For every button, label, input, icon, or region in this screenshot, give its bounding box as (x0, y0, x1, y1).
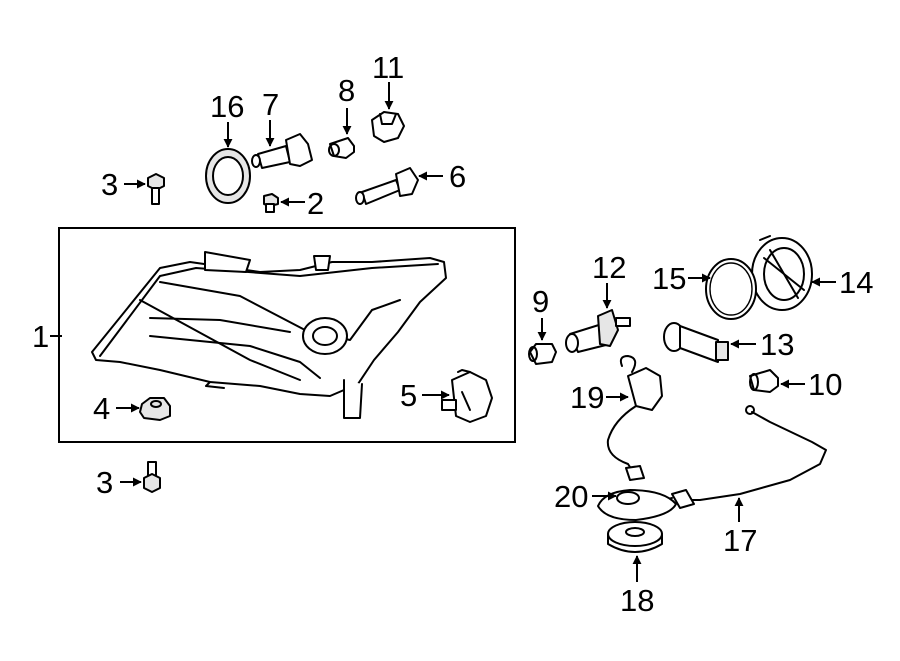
bulb-icon (565, 309, 631, 353)
seal-ring-icon (205, 148, 251, 204)
wedge-bulb-icon (328, 137, 355, 159)
callout-1: 1 (32, 319, 49, 354)
callout-6: 6 (449, 159, 466, 194)
part-5-bulb-socket[interactable]: 5 (400, 369, 493, 423)
callout-2: 2 (307, 186, 324, 221)
part-3-bolt-bottom[interactable]: 3 (96, 461, 161, 500)
part-14-cap[interactable]: 14 (751, 235, 873, 311)
bolt-icon (147, 173, 165, 205)
bolt-icon (143, 461, 161, 493)
part-18-grommet[interactable]: 18 (607, 521, 663, 618)
callout-5: 5 (400, 378, 417, 413)
wiring-harness-icon (649, 405, 827, 509)
part-9-wedge-bulb[interactable]: 9 (528, 284, 557, 365)
part-20-gasket[interactable]: 20 (554, 479, 677, 521)
callout-9: 9 (532, 284, 549, 319)
part-15-seal-ring[interactable]: 15 (652, 258, 757, 320)
part-19-connector[interactable]: 19 (570, 355, 663, 481)
bulb-socket-icon (441, 369, 493, 423)
callout-10: 10 (808, 367, 842, 402)
cap-icon (751, 235, 813, 311)
part-7-halogen-bulb[interactable]: 7 (251, 87, 313, 169)
bulb-icon (663, 322, 729, 363)
part-13-bulb[interactable]: 13 (663, 322, 794, 363)
connector-icon (606, 355, 663, 481)
part-10-wedge-bulb[interactable]: 10 (749, 367, 842, 402)
part-3-bolt-top[interactable]: 3 (101, 167, 165, 205)
callout-17: 17 (723, 523, 757, 558)
callout-7: 7 (262, 87, 279, 122)
part-1-headlamp-assembly[interactable]: 1 (32, 251, 447, 419)
callout-8: 8 (338, 73, 355, 108)
callout-12: 12 (592, 250, 626, 285)
callout-14: 14 (839, 265, 873, 300)
callout-15: 15 (652, 261, 686, 296)
callout-16: 16 (210, 89, 244, 124)
halogen-bulb-icon (251, 133, 313, 169)
part-6-bulb-socket[interactable]: 6 (355, 159, 466, 205)
callout-11: 11 (372, 50, 404, 85)
bulb-socket-icon (355, 167, 419, 205)
wedge-bulb-icon (749, 369, 779, 393)
bulb-socket-icon (371, 111, 405, 143)
callout-3-bottom: 3 (96, 465, 113, 500)
part-2-bolt[interactable]: 2 (263, 186, 324, 221)
gasket-icon (597, 489, 677, 521)
callout-18: 18 (620, 583, 654, 618)
part-4-nut-clip[interactable]: 4 (93, 391, 171, 426)
part-11-bulb-socket[interactable]: 11 (371, 50, 405, 143)
seal-ring-icon (705, 258, 757, 320)
nut-clip-icon (139, 397, 171, 421)
wedge-bulb-icon (528, 343, 557, 365)
part-12-bulb[interactable]: 12 (565, 250, 631, 353)
part-17-wiring-harness[interactable]: 17 (649, 405, 827, 558)
callout-19: 19 (570, 380, 604, 415)
callout-20: 20 (554, 479, 588, 514)
bolt-icon (263, 193, 279, 213)
callout-13: 13 (760, 327, 794, 362)
grommet-icon (607, 521, 663, 553)
callout-4: 4 (93, 391, 110, 426)
callout-3-top: 3 (101, 167, 118, 202)
part-16-seal-ring[interactable]: 16 (205, 89, 251, 204)
part-8-wedge-bulb[interactable]: 8 (328, 73, 355, 159)
headlamp-assembly-icon (91, 251, 447, 419)
